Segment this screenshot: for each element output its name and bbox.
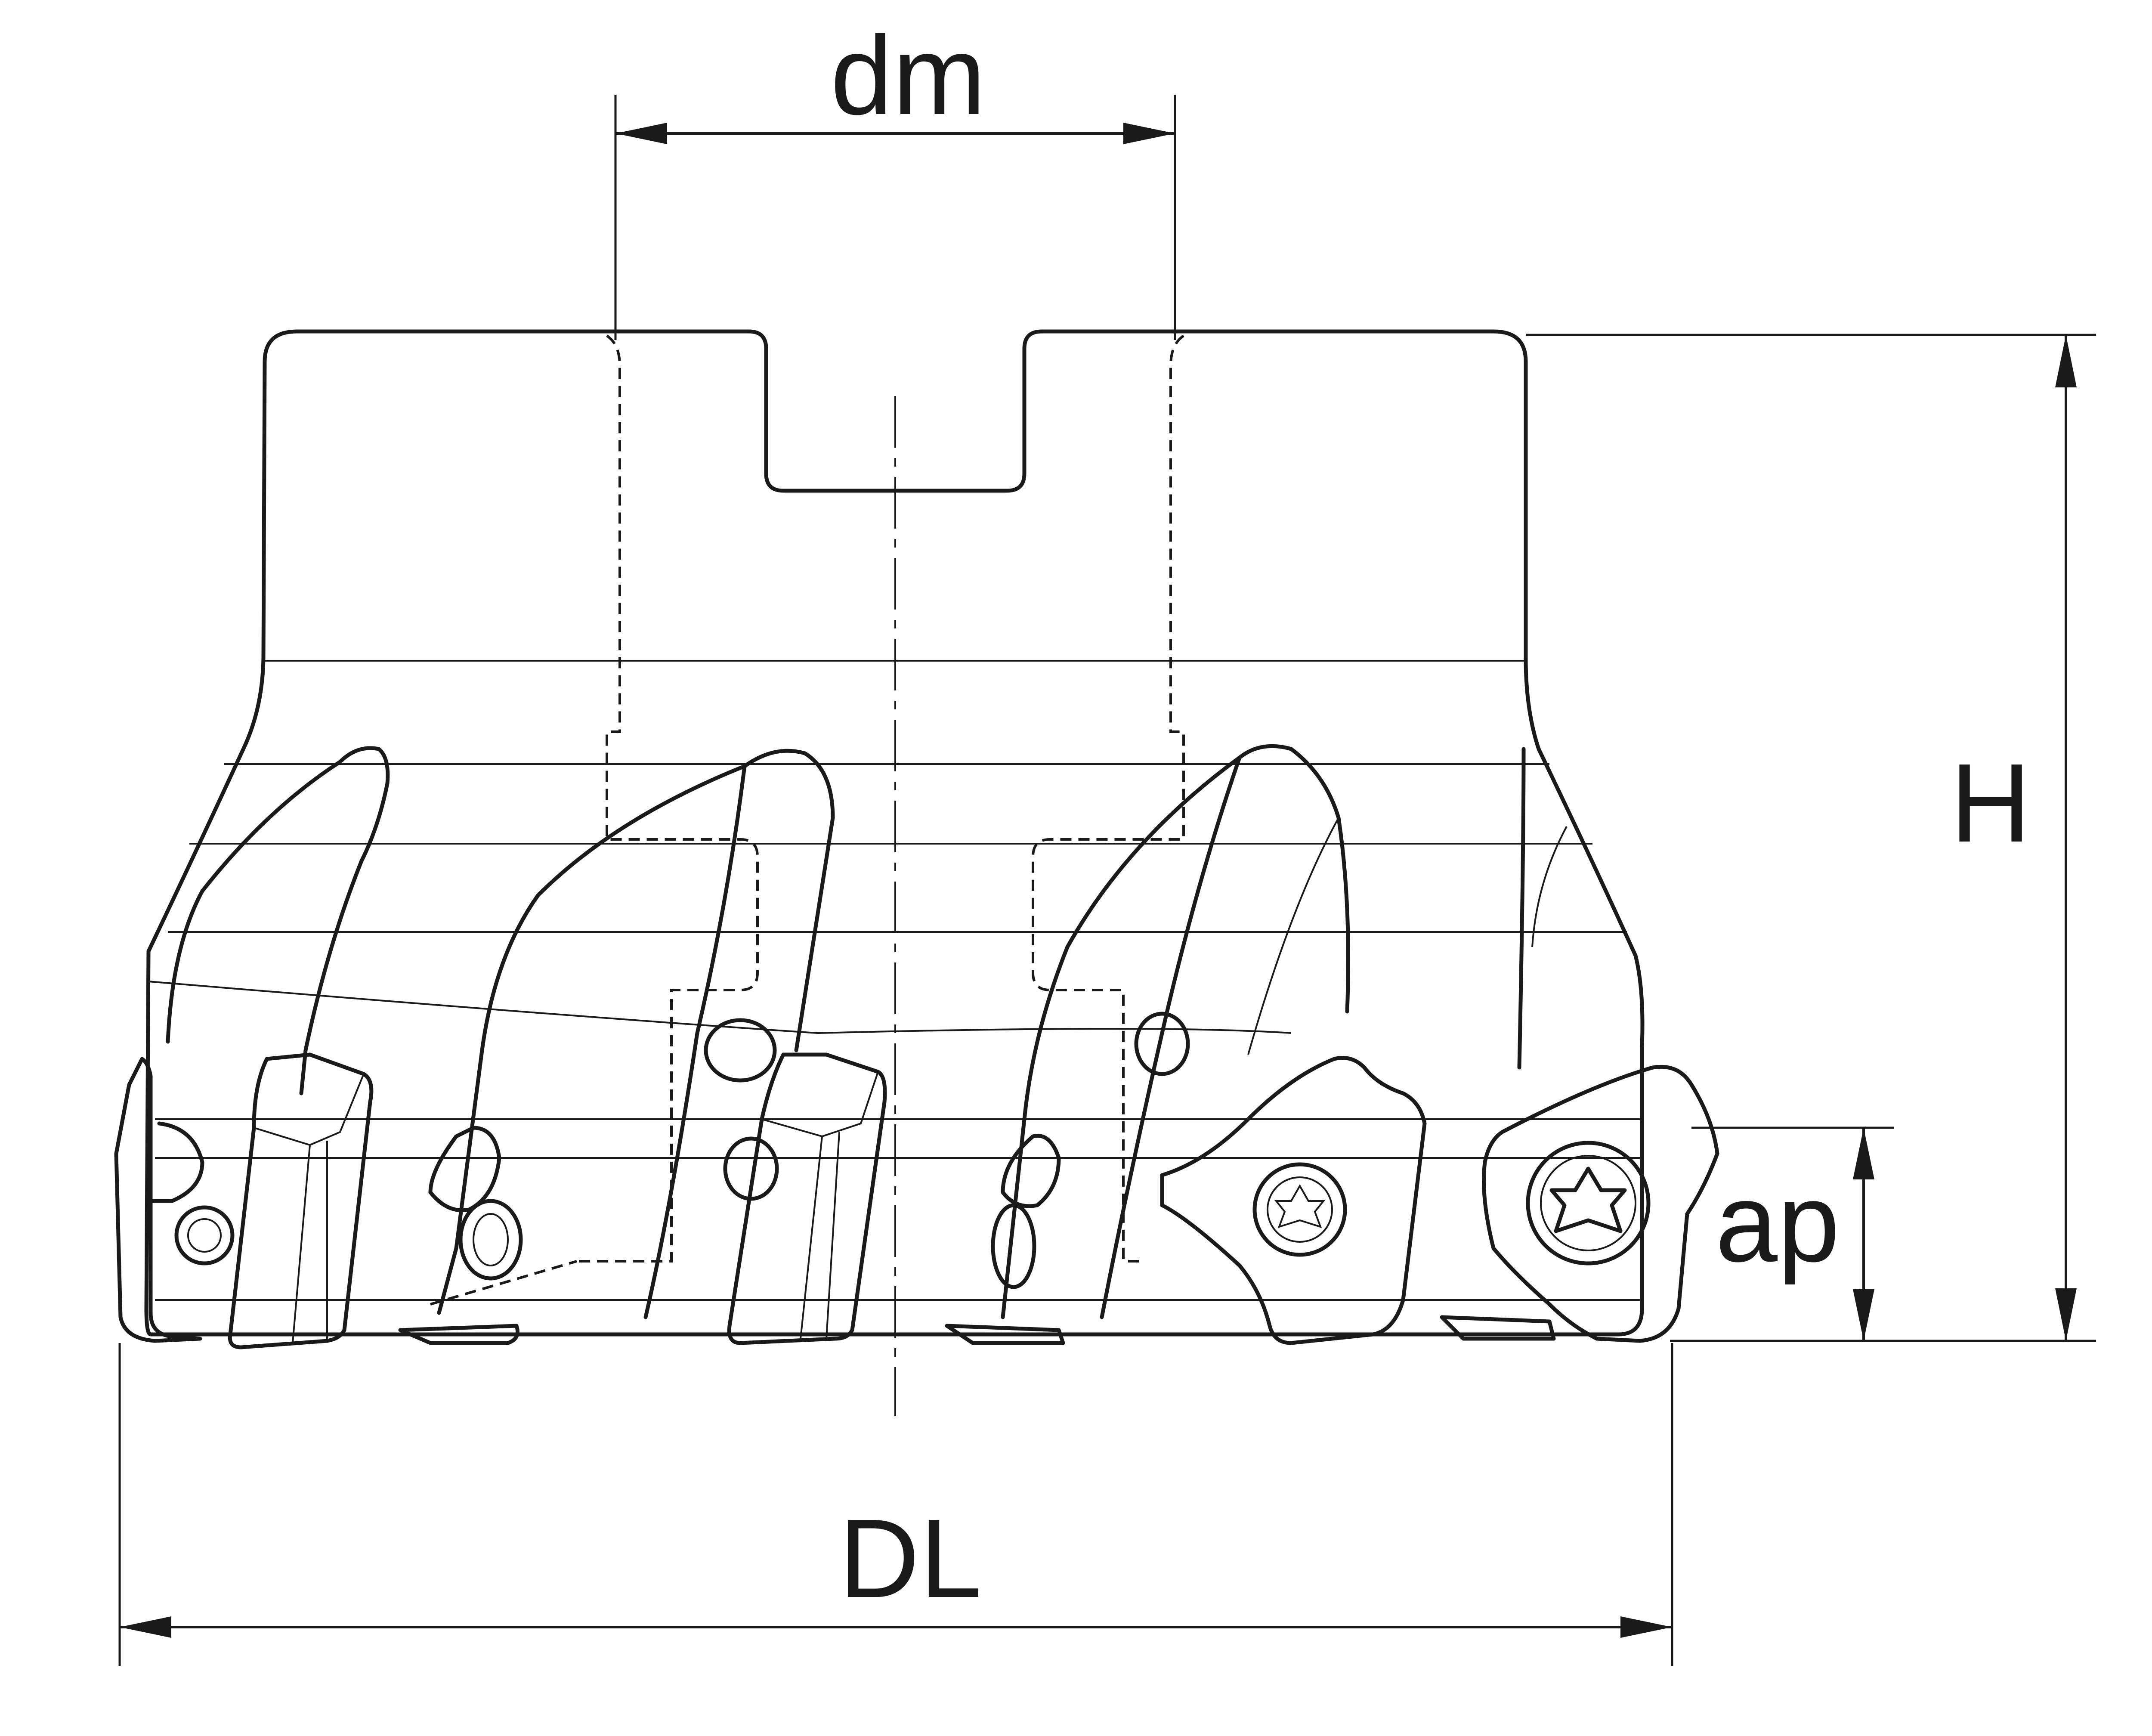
screw-recess (458, 1199, 523, 1281)
hidden-edge (430, 1260, 577, 1306)
insert-trigon (1482, 1064, 1719, 1343)
chip-flute (1001, 755, 1242, 1319)
chip-flute (1100, 755, 1242, 1319)
chip-flute-edge (1247, 817, 1339, 1055)
insert-screw-head (1526, 1141, 1651, 1266)
chip-flute (1237, 744, 1350, 1014)
arrowhead (615, 123, 667, 144)
screw-recess-inner (187, 1218, 222, 1253)
arrowhead (2055, 1288, 2077, 1341)
insert-bottom (1440, 1315, 1556, 1341)
arrowhead (1123, 123, 1175, 144)
dimension-dm: dm (614, 13, 1176, 340)
arrowhead (1853, 1289, 1874, 1341)
arrowhead (1620, 1616, 1672, 1638)
arrowhead (120, 1616, 171, 1638)
screw-recess (146, 1121, 204, 1203)
screw-recess (1001, 1134, 1061, 1208)
body-band-line (148, 981, 1292, 1034)
insert-bottom (945, 1324, 1065, 1345)
dim-label-ap: ap (1715, 1160, 1840, 1286)
chip-flute (742, 749, 835, 1052)
hidden-bore-left (577, 334, 759, 1263)
insert-side (228, 1052, 374, 1349)
dimension-ap: ap (1691, 1126, 1894, 1341)
insert-side (727, 1052, 887, 1345)
insert-bottom (398, 1324, 519, 1345)
torx-socket-icon (1549, 1167, 1627, 1233)
chip-flute (166, 760, 342, 1044)
screw-recess (428, 1126, 501, 1213)
dimension-H: H (1526, 334, 2096, 1342)
dim-label-DL: DL (839, 1496, 982, 1621)
torx-socket-icon (1274, 1184, 1326, 1229)
insert-side-left (114, 1057, 202, 1343)
dim-label-dm: dm (830, 13, 986, 138)
chip-flute (643, 764, 747, 1319)
screw-recess (704, 1018, 777, 1083)
screw-recess (174, 1205, 235, 1266)
hidden-bore-right (1032, 334, 1185, 1263)
hidden-lines (430, 334, 1185, 1306)
dimension-DL: DL (118, 1343, 1673, 1666)
screw-recess (1134, 1012, 1190, 1076)
insert-facet (254, 1074, 365, 1343)
arrowhead (1853, 1128, 1874, 1179)
screw-recess-inner (473, 1213, 509, 1266)
cutter-body (144, 329, 1645, 1337)
screw-recess (991, 1203, 1036, 1289)
insert-screw-head (1252, 1162, 1347, 1257)
dim-label-H: H (1950, 741, 2031, 866)
cutting-inserts (114, 1052, 1719, 1349)
insert-screw-ring (1540, 1155, 1636, 1251)
insert-facet (761, 1071, 879, 1339)
insert-trigon (1160, 1056, 1427, 1345)
arrowhead (2055, 335, 2077, 387)
chip-flute-edge (1531, 826, 1568, 947)
insert-screw-ring (1267, 1176, 1333, 1243)
chip-flute (1517, 747, 1526, 1070)
chip-flute (299, 746, 390, 1095)
chip-flute (437, 764, 747, 1315)
body-outline (144, 329, 1645, 1337)
